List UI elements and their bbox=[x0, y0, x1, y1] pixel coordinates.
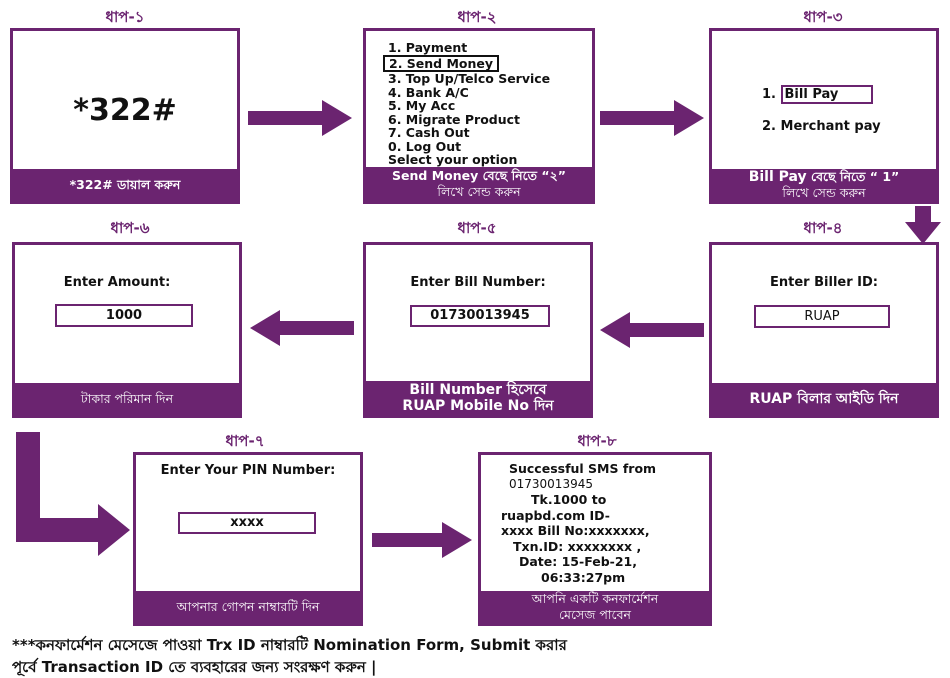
arrow-left-icon bbox=[600, 312, 704, 348]
step-6-label: ধাপ-৬ bbox=[110, 219, 150, 237]
step-5-footer: Bill Number হিসেবে RUAP Mobile No দিন bbox=[366, 381, 590, 415]
step-5-footer-line2: RUAP Mobile No দিন bbox=[402, 398, 554, 414]
step-1-footer-text: *322# ডায়াল করুন bbox=[69, 177, 181, 192]
step-8-screen: Successful SMS from 01730013945 Tk.1000 … bbox=[478, 452, 712, 626]
menu-item-logout[interactable]: 0. Log Out bbox=[388, 138, 462, 154]
sms-line: Successful SMS from bbox=[509, 461, 657, 476]
ussd-code: *322# bbox=[73, 93, 177, 128]
step-4-label: ধাপ-৪ bbox=[803, 219, 843, 237]
sms-line: Txn.ID: xxxxxxxx , bbox=[513, 538, 642, 554]
menu-item-send-money[interactable]: 2. Send Money bbox=[383, 54, 550, 72]
bill-pay-option[interactable]: 1. Bill Pay bbox=[762, 85, 873, 104]
bill-number-prompt: Enter Bill Number: bbox=[410, 275, 546, 290]
menu-item-bank[interactable]: 4. Bank A/C bbox=[388, 84, 469, 100]
footnote: ***কনফার্মেশন মেসেজে পাওয়া Trx ID নাম্ব… bbox=[12, 634, 942, 678]
biller-id-prompt: Enter Biller ID: bbox=[770, 275, 878, 290]
biller-id-input[interactable]: RUAP bbox=[754, 305, 890, 328]
step-7-footer: আপনার গোপন নাম্বারটি দিন bbox=[136, 591, 360, 623]
step-3-screen: 1. Bill Pay 2. Merchant pay Bill Pay বেছ… bbox=[709, 28, 939, 204]
step-4-footer: RUAP বিলার আইডি দিন bbox=[712, 383, 936, 415]
step-7-label: ধাপ-৭ bbox=[225, 432, 265, 450]
step-6-footer-text: টাকার পরিমান দিন bbox=[80, 391, 174, 406]
arrow-bend-right-icon bbox=[16, 432, 130, 556]
step-2-screen: 1. Payment 2. Send Money 3. Top Up/Telco… bbox=[363, 28, 595, 204]
step-3-footer: Bill Pay বেছে নিতে “ 1” লিখে সেন্ড করুন bbox=[712, 169, 936, 201]
sms-line: 06:33:27pm bbox=[541, 569, 626, 585]
step-6-screen: Enter Amount: 1000 টাকার পরিমান দিন bbox=[12, 242, 242, 418]
pin-input[interactable]: xxxx bbox=[178, 512, 316, 534]
step-8-footer-line1: আপনি একটি কনফার্মেশন bbox=[531, 591, 659, 606]
menu-item-payment[interactable]: 1. Payment bbox=[388, 40, 468, 55]
arrow-left-icon bbox=[250, 310, 354, 346]
step-5-footer-line1: Bill Number হিসেবে bbox=[409, 382, 547, 398]
bill-number-input[interactable]: 01730013945 bbox=[410, 305, 550, 327]
bill-pay-box: Bill Pay bbox=[780, 85, 873, 104]
footnote-line1: ***কনফার্মেশন মেসেজে পাওয়া Trx ID নাম্ব… bbox=[12, 636, 567, 654]
sms-line: Date: 15-Feb-21, bbox=[519, 554, 637, 569]
send-money-highlight: 2. Send Money bbox=[383, 54, 500, 72]
step-2-label: ধাপ-২ bbox=[457, 8, 497, 26]
arrow-down-icon bbox=[905, 206, 941, 244]
arrow-right-icon bbox=[600, 100, 704, 136]
sms-line: ruapbd.com ID- bbox=[501, 507, 610, 523]
bill-pay-num: 1. bbox=[762, 87, 776, 102]
step-6-footer: টাকার পরিমান দিন bbox=[15, 383, 239, 415]
sms-line: Tk.1000 to bbox=[531, 492, 607, 507]
menu-item-topup[interactable]: 3. Top Up/Telco Service bbox=[388, 71, 551, 86]
step-3-footer-rest: বেছে নিতে “ 1” bbox=[806, 169, 900, 184]
step-5-label: ধাপ-৫ bbox=[457, 219, 497, 237]
main-menu: 1. Payment 2. Send Money 3. Top Up/Telco… bbox=[383, 40, 551, 167]
menu-item-cash-out[interactable]: 7. Cash Out bbox=[388, 125, 470, 140]
step-1-screen: *322# *322# ডায়াল করুন bbox=[10, 28, 240, 204]
menu-item-migrate[interactable]: 6. Migrate Product bbox=[388, 111, 521, 127]
sms-confirmation: Successful SMS from 01730013945 Tk.1000 … bbox=[489, 461, 701, 585]
sms-line: 01730013945 bbox=[509, 476, 593, 491]
step-4-footer-text: RUAP বিলার আইডি দিন bbox=[749, 391, 899, 407]
step-3-footer-line1: Bill Pay বেছে নিতে “ 1” bbox=[712, 169, 936, 185]
step-3-footer-line2: লিখে সেন্ড করুন bbox=[782, 185, 866, 200]
footnote-line2: পূর্বে Transaction ID তে ব্যবহারের জন্য … bbox=[12, 658, 377, 676]
menu-prompt: Select your option bbox=[388, 152, 518, 167]
amount-prompt: Enter Amount: bbox=[63, 275, 171, 290]
amount-input[interactable]: 1000 bbox=[55, 304, 193, 327]
step-1-footer: *322# ডায়াল করুন bbox=[13, 169, 237, 201]
step-5-screen: Enter Bill Number: 01730013945 Bill Numb… bbox=[363, 242, 593, 418]
step-7-screen: Enter Your PIN Number: xxxx আপনার গোপন ন… bbox=[133, 452, 363, 626]
step-2-footer-line2: লিখে সেন্ড করুন bbox=[437, 184, 521, 199]
step-2-footer: Send Money বেছে নিতে “২” লিখে সেন্ড করুন bbox=[366, 167, 592, 201]
arrow-right-icon bbox=[248, 100, 352, 136]
step-4-screen: Enter Biller ID: RUAP RUAP বিলার আইডি দি… bbox=[709, 242, 939, 418]
step-8-label: ধাপ-৮ bbox=[577, 432, 617, 450]
pin-prompt: Enter Your PIN Number: bbox=[160, 463, 336, 478]
arrow-right-icon bbox=[372, 522, 472, 558]
step-8-footer-line2: মেসেজ পাবেন bbox=[558, 607, 631, 622]
step-1-label: ধাপ-১ bbox=[105, 8, 145, 26]
step-3-footer-bold: Bill Pay bbox=[748, 169, 807, 185]
step-3-label: ধাপ-৩ bbox=[803, 8, 843, 26]
step-8-footer: আপনি একটি কনফার্মেশন মেসেজ পাবেন bbox=[481, 591, 709, 623]
menu-item-my-acc[interactable]: 5. My Acc bbox=[388, 98, 456, 113]
step-7-footer-text: আপনার গোপন নাম্বারটি দিন bbox=[176, 599, 320, 614]
step-2-footer-line1: Send Money বেছে নিতে “২” bbox=[392, 168, 566, 183]
sms-line: xxxx Bill No:xxxxxxx, bbox=[501, 523, 650, 538]
merchant-pay-option[interactable]: 2. Merchant pay bbox=[762, 119, 881, 134]
